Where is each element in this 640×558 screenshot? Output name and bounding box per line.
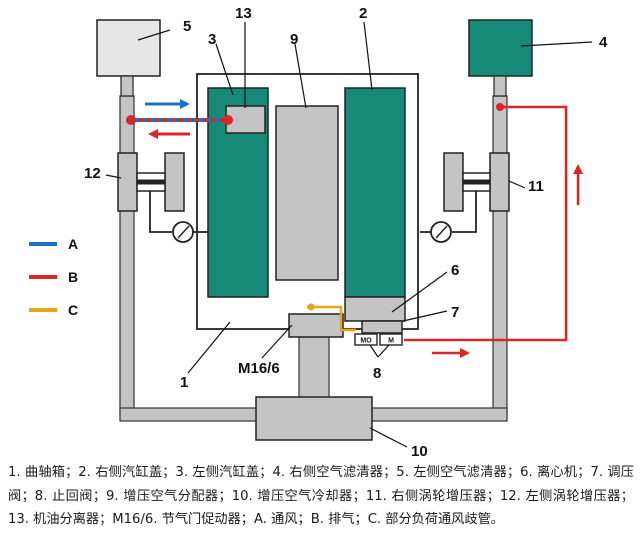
label-10: 10 — [411, 443, 428, 460]
check-valve-right-text: M — [388, 338, 394, 345]
right-turbocharger — [420, 152, 510, 243]
charge-air-distributor — [275, 105, 339, 281]
left-vent-junction-dot — [126, 115, 136, 125]
pressure-regulator-valve — [361, 320, 403, 334]
label-9: 9 — [290, 31, 298, 48]
label-13: 13 — [235, 5, 252, 22]
left-intake-pipe — [119, 95, 135, 417]
legend: A B C — [29, 236, 78, 318]
right-intake-pipe — [492, 95, 508, 417]
label-m16: M16/6 — [238, 360, 280, 377]
label-3: 3 — [208, 31, 216, 48]
label-4: 4 — [599, 34, 608, 51]
check-valve-left-text: MO — [360, 338, 372, 345]
label-12: 12 — [84, 165, 101, 182]
label-8: 8 — [373, 365, 381, 382]
left-filter-neck — [120, 75, 134, 97]
legend-label-a: A — [68, 236, 78, 252]
caption: 1. 曲轴箱；2. 右侧汽缸盖；3. 左侧汽缸盖；4. 右侧空气滤清器；5. 左… — [8, 465, 634, 527]
exhaust-flow-arrows — [432, 164, 583, 358]
right-exhaust-junction-dot — [496, 103, 504, 111]
partial-load-line — [307, 305, 356, 332]
left-vent-line — [126, 115, 233, 125]
label-11: 11 — [528, 178, 544, 195]
charge-air-cooler — [255, 396, 373, 441]
partial-load-tip-dot — [307, 303, 315, 311]
label-1: 1 — [180, 374, 188, 391]
label-2: 2 — [359, 5, 367, 22]
label-5: 5 — [183, 18, 191, 35]
crankcase-ventilation-diagram: MO M 5 3 13 9 2 4 12 11 6 7 M16/6 1 8 10… — [29, 5, 608, 460]
right-cylinder-head — [344, 87, 406, 298]
legend-label-c: C — [68, 302, 78, 318]
right-air-filter — [468, 19, 533, 77]
leader-lines — [105, 21, 593, 448]
flow-arrows-top-left — [145, 99, 190, 139]
legend-label-b: B — [68, 269, 78, 285]
separator-junction-dot — [223, 115, 233, 125]
check-valves: MO M — [354, 333, 403, 346]
label-7: 7 — [451, 304, 459, 321]
right-exhaust-line — [404, 105, 568, 342]
left-air-filter — [96, 19, 161, 77]
right-filter-neck — [493, 75, 507, 97]
label-6: 6 — [451, 262, 459, 279]
throttle-actuator — [288, 313, 344, 338]
left-turbocharger — [117, 152, 208, 243]
